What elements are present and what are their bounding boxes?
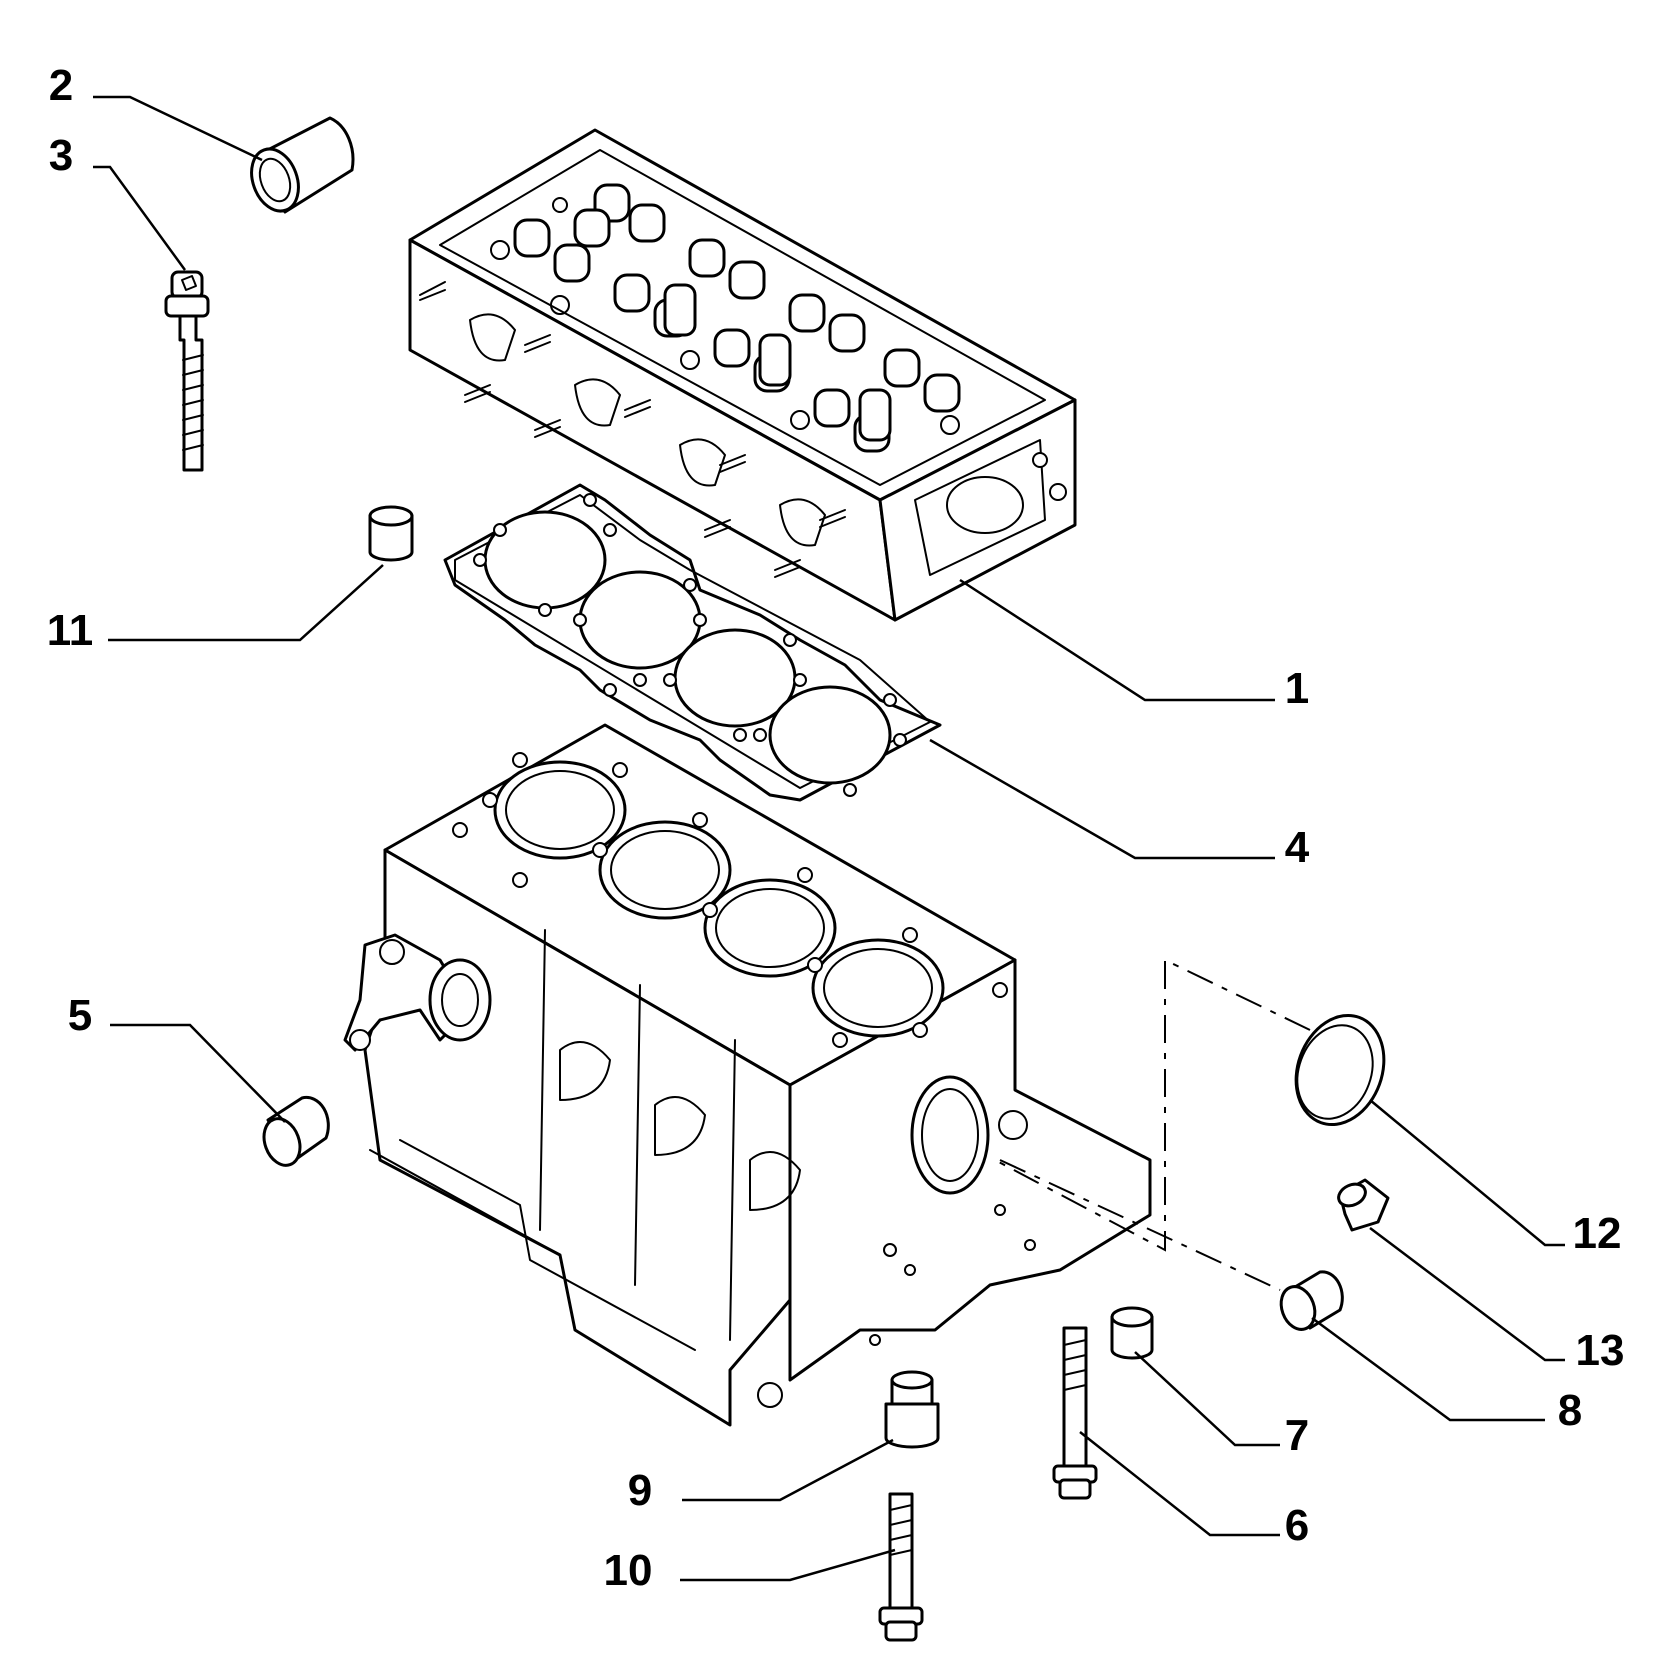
part-10-bolt <box>878 1492 924 1642</box>
part-12-cover-seal <box>1294 1013 1386 1127</box>
part-2-plug-cap <box>250 116 355 214</box>
callout-9: 9 <box>628 1466 652 1515</box>
callout-2: 2 <box>49 61 73 110</box>
callout-4: 4 <box>1285 823 1310 872</box>
leader-lines <box>93 95 1565 1582</box>
part-6-stud-bolt <box>1052 1326 1098 1500</box>
callout-1: 1 <box>1285 664 1309 713</box>
callout-5: 5 <box>68 991 92 1040</box>
part-13-small-plug <box>1337 1178 1390 1232</box>
callout-labels: 1 2 3 4 5 6 7 8 9 10 11 12 13 <box>47 61 1625 1595</box>
cylinder-head <box>408 128 1077 622</box>
callout-11: 11 <box>47 606 94 655</box>
callout-7: 7 <box>1285 1411 1309 1460</box>
part-11-dowel <box>368 505 414 562</box>
engine-block <box>343 723 1152 1427</box>
callout-13: 13 <box>1576 1326 1625 1375</box>
callout-6: 6 <box>1285 1501 1309 1550</box>
alignment-dash-line <box>994 958 1311 1252</box>
callout-8: 8 <box>1558 1386 1582 1435</box>
callout-12: 12 <box>1573 1209 1622 1258</box>
head-gasket <box>443 483 942 802</box>
part-8-plug <box>1279 1270 1344 1331</box>
part-3-head-bolt <box>164 270 210 472</box>
part-9-bushing <box>884 1370 940 1449</box>
part-5-plug <box>262 1095 330 1167</box>
callout-3: 3 <box>49 131 73 180</box>
alignment-dash-line-2 <box>999 1159 1281 1291</box>
valve-tappets <box>490 183 961 453</box>
callout-10: 10 <box>604 1546 653 1595</box>
part-7-dowel <box>1110 1306 1154 1360</box>
